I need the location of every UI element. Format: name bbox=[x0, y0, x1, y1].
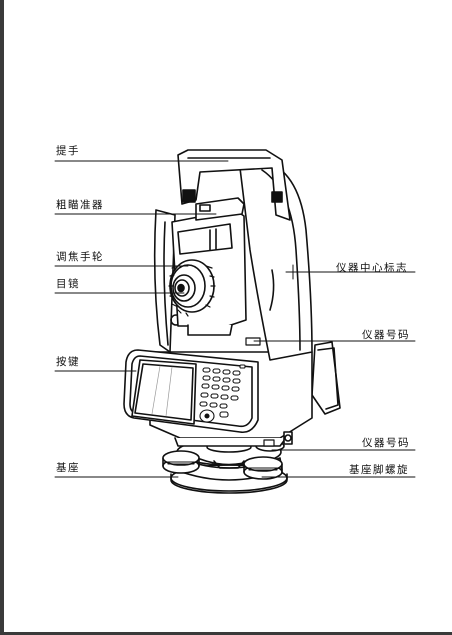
instrument-standards bbox=[153, 149, 313, 361]
keypad bbox=[199, 364, 246, 423]
label-serial-upper: 仪器号码 bbox=[362, 329, 410, 341]
foot-screw-left bbox=[162, 450, 200, 474]
eyepiece bbox=[172, 274, 196, 302]
label-handle: 提手 bbox=[56, 145, 80, 157]
serial-plate-upper bbox=[245, 337, 261, 346]
label-keys: 按键 bbox=[56, 356, 80, 368]
label-sight: 粗瞄准器 bbox=[56, 199, 104, 211]
instrument-side-bracket bbox=[311, 341, 341, 415]
serial-plate-lower bbox=[263, 439, 275, 447]
label-center-mark: 仪器中心标志 bbox=[336, 262, 408, 274]
label-base: 基座 bbox=[56, 462, 80, 474]
label-focus-knob: 调焦手轮 bbox=[56, 251, 104, 263]
leader-lines bbox=[54, 160, 416, 478]
label-serial-lower: 仪器号码 bbox=[362, 437, 410, 449]
foot-screw-right bbox=[243, 456, 283, 480]
label-foot-screw: 基座脚螺旋 bbox=[349, 464, 409, 476]
label-eyepiece: 目镜 bbox=[56, 278, 80, 290]
